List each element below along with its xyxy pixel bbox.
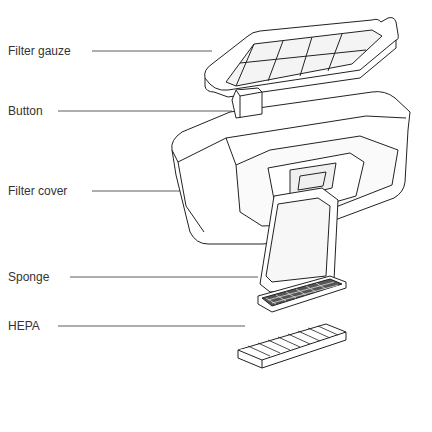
sponge xyxy=(258,276,346,312)
part-label: Filter gauze xyxy=(8,44,71,58)
part-label: Filter cover xyxy=(8,184,67,198)
hepa xyxy=(238,324,346,368)
part-label: HEPA xyxy=(8,319,40,333)
filter-gauze xyxy=(205,18,399,98)
part-label: Sponge xyxy=(8,270,49,284)
filter-cover xyxy=(260,188,338,292)
part-label: Button xyxy=(8,104,43,118)
